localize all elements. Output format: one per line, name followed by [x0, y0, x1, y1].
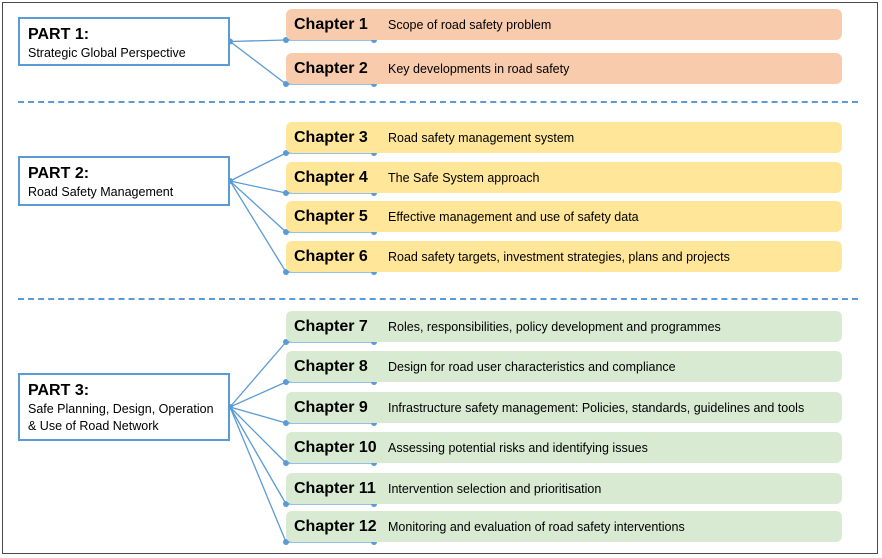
chapter-2-label: Chapter 2	[294, 59, 368, 77]
part-2-subtitle: Road Safety Management	[28, 185, 174, 199]
part-2-title: PART 2:	[28, 165, 90, 182]
chapter-3-title: Road safety management system	[388, 130, 575, 145]
part-3-box: PART 3: Safe Planning, Design, Operation…	[18, 373, 230, 441]
chapter-11-box: Chapter 11 Intervention selection and pr…	[286, 473, 842, 504]
part-3-subtitle: Safe Planning, Design, Operation & Use o…	[28, 402, 214, 433]
chapter-8-label: Chapter 8	[294, 357, 368, 375]
chapter-7-box: Chapter 7 Roles, responsibilities, polic…	[286, 311, 842, 342]
chapter-4-title: The Safe System approach	[388, 170, 540, 185]
chapter-1-label: Chapter 1	[294, 15, 368, 33]
part-1-box: PART 1: Strategic Global Perspective	[18, 17, 230, 66]
part-1-subtitle: Strategic Global Perspective	[28, 46, 186, 60]
chapter-1-box: Chapter 1 Scope of road safety problem	[286, 9, 842, 40]
chapter-11-title: Intervention selection and prioritisatio…	[388, 481, 602, 496]
chapter-4-box: Chapter 4 The Safe System approach	[286, 162, 842, 193]
chapter-10-label: Chapter 10	[294, 438, 377, 456]
chapter-6-box: Chapter 6 Road safety targets, investmen…	[286, 241, 842, 272]
part-3-title: PART 3:	[28, 382, 90, 399]
part-1-title: PART 1:	[28, 26, 90, 43]
chapter-2-box: Chapter 2 Key developments in road safet…	[286, 53, 842, 84]
chapter-8-box: Chapter 8 Design for road user character…	[286, 351, 842, 382]
section-divider	[18, 298, 858, 300]
chapter-1-title: Scope of road safety problem	[388, 17, 552, 32]
chapter-8-title: Design for road user characteristics and…	[388, 359, 676, 374]
chapter-6-title: Road safety targets, investment strategi…	[388, 249, 730, 264]
chapter-12-box: Chapter 12 Monitoring and evaluation of …	[286, 511, 842, 542]
chapter-9-box: Chapter 9 Infrastructure safety manageme…	[286, 392, 842, 423]
chapter-9-title: Infrastructure safety management: Polici…	[388, 400, 805, 415]
chapter-10-box: Chapter 10 Assessing potential risks and…	[286, 432, 842, 463]
chapter-11-label: Chapter 11	[294, 479, 376, 497]
part-2-box: PART 2: Road Safety Management	[18, 156, 230, 206]
chapter-9-label: Chapter 9	[294, 398, 368, 416]
chapter-10-title: Assessing potential risks and identifyin…	[388, 440, 648, 455]
chapter-5-label: Chapter 5	[294, 207, 368, 225]
chapter-3-box: Chapter 3 Road safety management system	[286, 122, 842, 153]
chapter-12-title: Monitoring and evaluation of road safety…	[388, 519, 685, 534]
chapter-4-label: Chapter 4	[294, 168, 368, 186]
chapter-7-label: Chapter 7	[294, 317, 368, 335]
chapter-5-box: Chapter 5 Effective management and use o…	[286, 201, 842, 232]
chapter-5-title: Effective management and use of safety d…	[388, 209, 639, 224]
chapter-7-title: Roles, responsibilities, policy developm…	[388, 319, 721, 334]
chapter-12-label: Chapter 12	[294, 517, 377, 535]
chapter-6-label: Chapter 6	[294, 247, 368, 265]
chapter-3-label: Chapter 3	[294, 128, 368, 146]
chapter-2-title: Key developments in road safety	[388, 61, 570, 76]
section-divider	[18, 101, 858, 103]
